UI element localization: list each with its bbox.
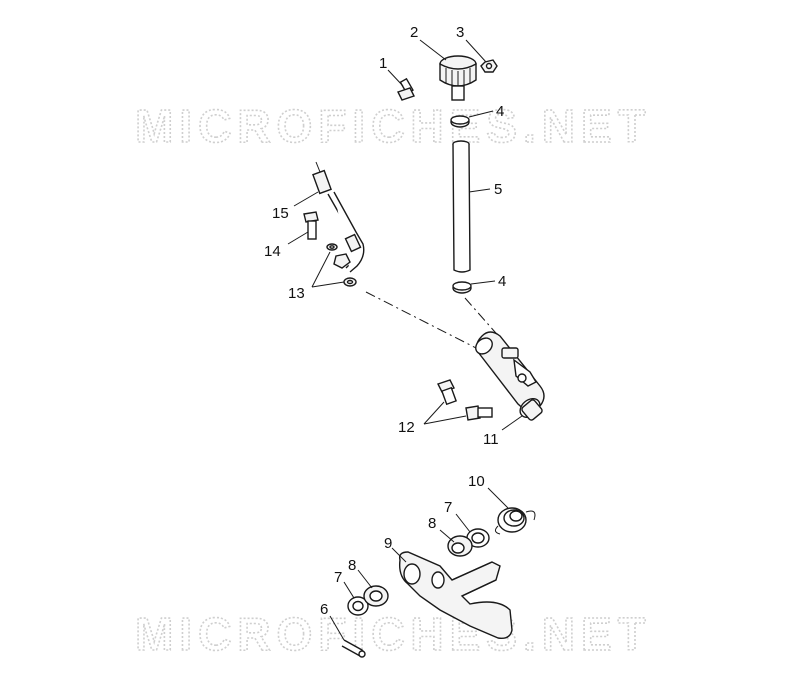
watermark-top: MICROFICHES.NET (135, 100, 652, 152)
callout-8-lower: 8 (348, 557, 356, 574)
part-7-washer-lower (347, 596, 369, 616)
part-8-bushing-lower (363, 585, 389, 607)
part-2-reservoir (439, 55, 477, 101)
callout-15: 15 (272, 205, 289, 222)
part-10-spring (494, 507, 536, 535)
leader-lines (287, 39, 523, 641)
part-5-hose (452, 140, 471, 273)
callout-14: 14 (264, 243, 281, 260)
callout-7-upper: 7 (444, 499, 452, 516)
callout-8-upper: 8 (428, 515, 436, 532)
part-15-brake-line (312, 161, 365, 273)
callout-7-lower: 7 (334, 569, 342, 586)
callout-3: 3 (456, 24, 464, 41)
part-12-bolts (437, 379, 493, 421)
part-7-washer-upper (466, 528, 490, 548)
part-9-brake-pedal (398, 551, 513, 640)
part-4-clamp-lower (452, 281, 472, 294)
part-6-cotter-pin (341, 639, 366, 658)
part-4-clamp-upper (450, 115, 470, 128)
part-3-nut (480, 59, 498, 73)
callout-2: 2 (410, 24, 418, 41)
part-8-bushing-upper (447, 535, 473, 557)
watermark-bottom: MICROFICHES.NET (135, 608, 652, 660)
part-14-bolt (303, 211, 319, 240)
callout-13: 13 (288, 285, 305, 302)
alignment-line-left (365, 291, 481, 351)
callout-1: 1 (379, 55, 387, 72)
callout-10: 10 (468, 473, 485, 490)
callout-5: 5 (494, 181, 502, 198)
part-11-master-cylinder (475, 331, 545, 421)
callout-4-upper: 4 (496, 103, 504, 120)
callout-4-lower: 4 (498, 273, 506, 290)
callout-12: 12 (398, 419, 415, 436)
callout-9: 9 (384, 535, 392, 552)
part-1-bolt (397, 77, 415, 101)
callout-6: 6 (320, 601, 328, 618)
callout-11: 11 (483, 431, 499, 448)
